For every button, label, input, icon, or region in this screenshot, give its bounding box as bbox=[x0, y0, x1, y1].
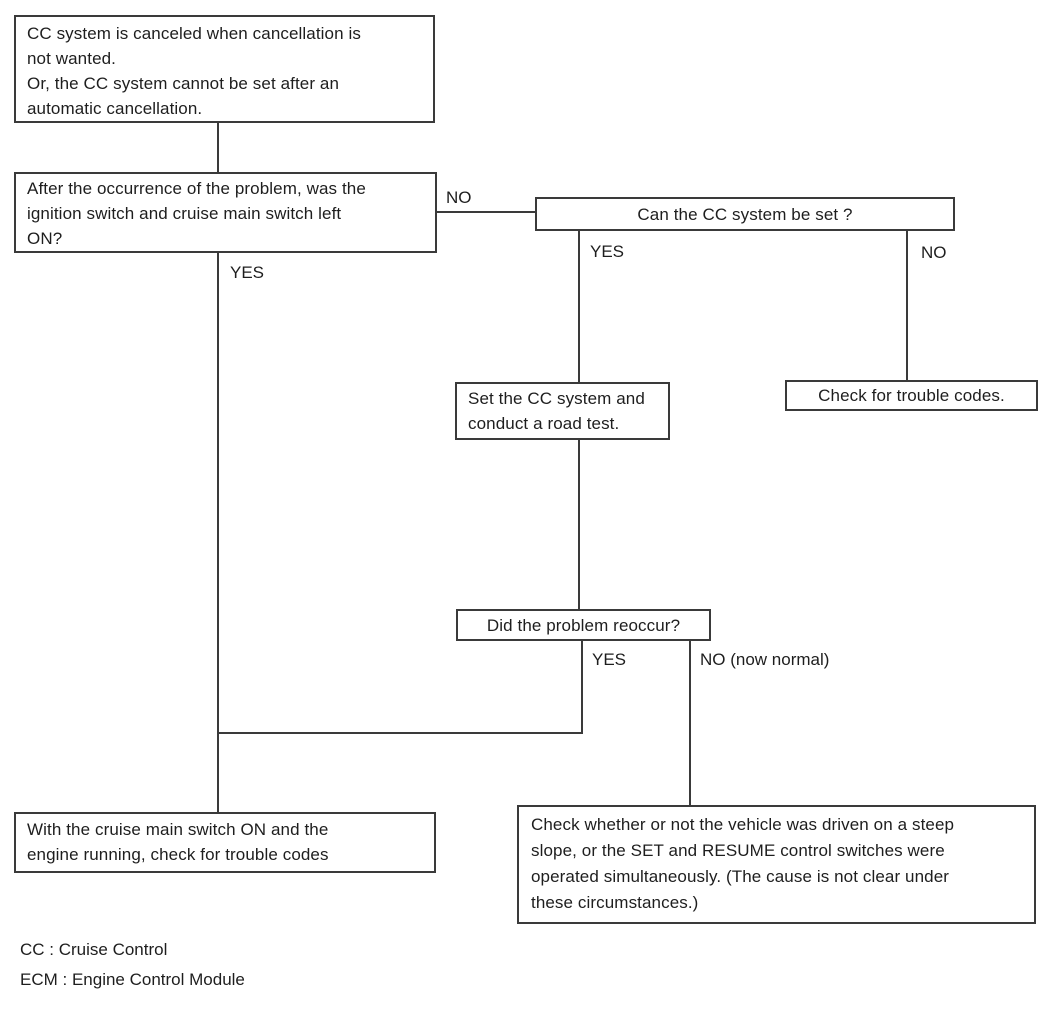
branch-label-no-can-set: NO bbox=[921, 243, 947, 262]
legend-cc: CC : Cruise Control bbox=[20, 940, 168, 959]
branch-label-no-now-normal: NO (now normal) bbox=[700, 650, 830, 669]
node-steep-slope-check: Check whether or not the vehicle was dri… bbox=[517, 805, 1036, 924]
node-problem-reoccur-question: Did the problem reoccur? bbox=[456, 609, 711, 641]
node-road-test: Set the CC system and conduct a road tes… bbox=[455, 382, 670, 440]
connector-no-to-can-set bbox=[437, 211, 535, 213]
connector-reoccur-yes-vertical bbox=[581, 641, 583, 734]
legend-ecm: ECM : Engine Control Module bbox=[20, 970, 245, 989]
connector-no-to-check-codes bbox=[906, 231, 908, 380]
branch-label-yes-can-set: YES bbox=[590, 242, 625, 261]
node-can-cc-be-set-question: Can the CC system be set ? bbox=[535, 197, 955, 231]
branch-label-no-ignition: NO bbox=[446, 188, 472, 207]
connector-reoccur-no-vertical bbox=[689, 641, 691, 805]
branch-label-yes-ignition: YES bbox=[230, 263, 265, 282]
branch-label-yes-reoccur: YES bbox=[592, 650, 627, 669]
connector-yes-to-road-test bbox=[578, 231, 580, 382]
node-check-trouble-codes: Check for trouble codes. bbox=[785, 380, 1038, 411]
connector-join-horizontal bbox=[217, 732, 583, 734]
node-ignition-switch-question: After the occurrence of the problem, was… bbox=[14, 172, 437, 253]
connector-road-test-to-reoccur bbox=[578, 440, 580, 609]
connector-yes-left-vertical bbox=[217, 253, 219, 812]
node-problem-statement: CC system is canceled when cancellation … bbox=[14, 15, 435, 123]
node-check-codes-engine-running: With the cruise main switch ON and the e… bbox=[14, 812, 436, 873]
connector-problem-to-question bbox=[217, 123, 219, 172]
